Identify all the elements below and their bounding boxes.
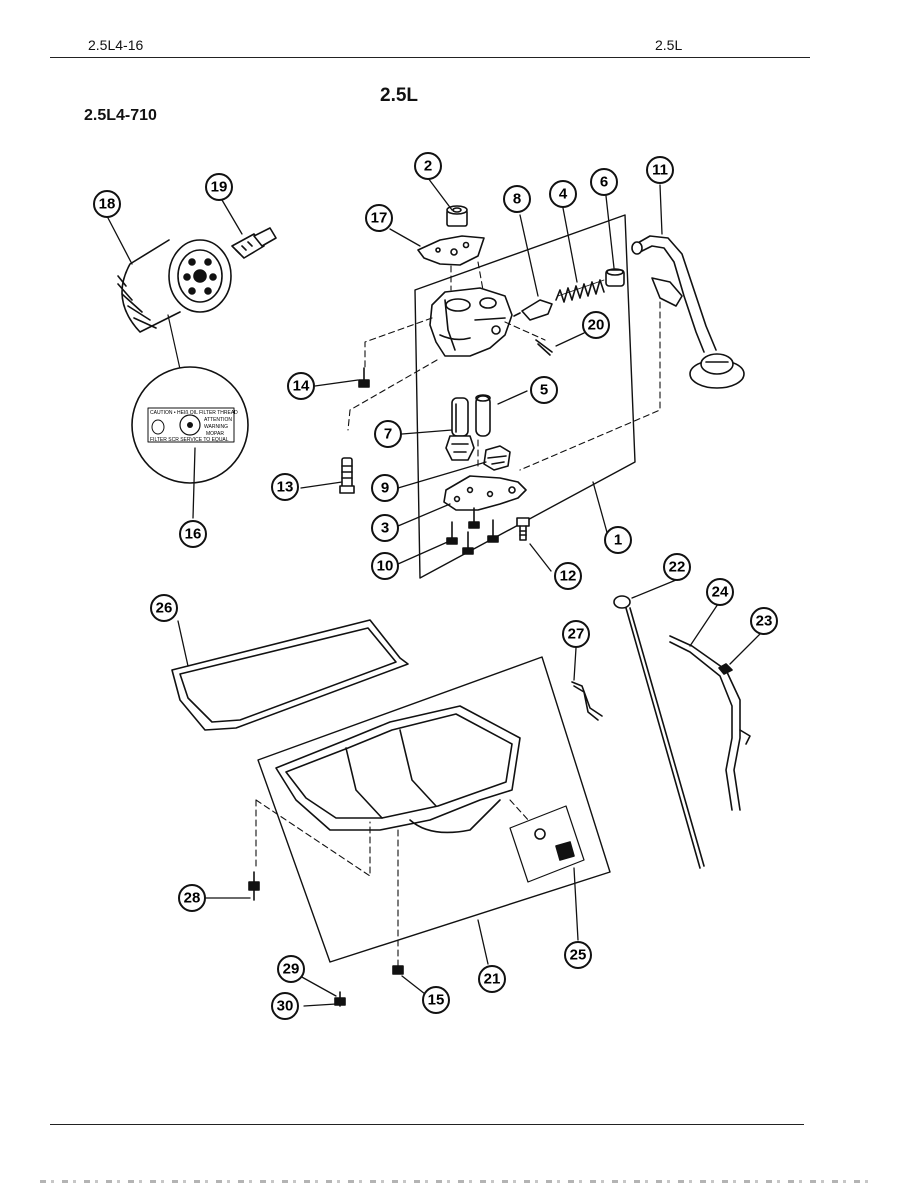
callout-26: 26 (156, 600, 173, 617)
callout-21: 21 (484, 971, 501, 988)
callout-27: 27 (568, 626, 585, 643)
oil-pan-stud (248, 871, 260, 901)
filter-label-line-5: FILTER SCR SERVICE TO EQUAL (150, 437, 229, 443)
pump-idler-gear (483, 445, 511, 471)
callout-28: 28 (184, 890, 201, 907)
filter-mounting-fitting (231, 227, 277, 259)
dipstick-tube-bolt (718, 663, 733, 675)
pump-mounting-bolt-12 (516, 517, 530, 541)
callout-9: 9 (381, 480, 389, 497)
callout-10: 10 (377, 558, 394, 575)
cotter-pin (535, 339, 553, 356)
relief-valve-plunger (513, 299, 553, 321)
spring-retainer-cap (605, 268, 625, 287)
callout-3: 3 (381, 520, 389, 537)
pan-guide-lines (255, 799, 531, 967)
callout-17: 17 (371, 210, 388, 227)
oil-pickup-tube (631, 235, 745, 389)
pump-cover-plate (443, 475, 527, 511)
section-title: 2.5L (380, 85, 419, 106)
callout-15: 15 (428, 992, 445, 1009)
idler-gear-shaft (475, 394, 491, 437)
callout-14: 14 (293, 378, 310, 395)
relief-valve-spring (555, 279, 605, 303)
oil-pan (275, 705, 521, 834)
oil-pump-body (429, 287, 513, 357)
callout-22: 22 (669, 559, 686, 576)
footer-rule (50, 1124, 804, 1125)
assembly-guide-lines (347, 261, 661, 471)
callout-11: 11 (652, 162, 668, 179)
callout-23: 23 (756, 613, 773, 630)
pump-mounting-bolt-13 (339, 457, 355, 494)
pump-cover-bolts (446, 507, 499, 555)
filter-label-line-1: CAUTION • HEIß OIL FILTER THREAD (150, 410, 238, 416)
callout-circles (93, 152, 778, 1020)
filter-label-line-3: WARNING (204, 424, 228, 430)
callout-30: 30 (277, 998, 294, 1015)
callout-25: 25 (570, 947, 587, 964)
callout-2: 2 (424, 158, 432, 175)
filter-label-detail-circle (131, 366, 249, 484)
callout-5: 5 (540, 382, 548, 399)
dipstick-tube (669, 635, 751, 811)
oil-dipstick (613, 595, 705, 869)
callout-20: 20 (588, 317, 605, 334)
callout-8: 8 (513, 191, 521, 208)
callout-leader-lines (107, 177, 763, 1007)
callout-24: 24 (712, 584, 729, 601)
pump-drive-gear (445, 397, 475, 461)
callout-12: 12 (560, 568, 577, 585)
header-page-code: 2.5L4-16 (88, 37, 144, 53)
callout-numbers: 1 2 3 4 5 6 7 8 9 10 11 12 13 14 15 16 1… (99, 158, 773, 1015)
oil-pan-bolt (392, 965, 404, 975)
callout-16: 16 (185, 526, 202, 543)
oil-pan-group-outline (257, 656, 611, 963)
figure-code: 2.5L4-710 (84, 107, 157, 124)
header-engine-label: 2.5L (655, 37, 683, 53)
oil-pan-bolt-washer (334, 991, 346, 1007)
callout-6: 6 (600, 174, 608, 191)
filter-label-line-4: MOPAR (206, 431, 224, 437)
callout-4: 4 (559, 186, 568, 203)
callout-18: 18 (99, 196, 116, 213)
pump-cover-gasket (417, 235, 485, 266)
filter-label-text: CAUTION • HEIß OIL FILTER THREAD ATTENTI… (150, 410, 238, 443)
oil-pan-gasket (171, 619, 409, 731)
oil-filter-canister (117, 239, 232, 333)
callout-29: 29 (283, 961, 300, 978)
footer-scan-artifact (40, 1180, 870, 1183)
callout-19: 19 (211, 179, 228, 196)
drain-plug-inset (509, 805, 585, 883)
pump-bushing (446, 205, 468, 227)
header-rule (50, 57, 810, 58)
callout-1: 1 (614, 532, 622, 549)
pump-mounting-bolt-14 (358, 367, 370, 388)
callout-13: 13 (277, 479, 294, 496)
callout-7: 7 (384, 426, 392, 443)
filter-label-line-2: ATTENTION (204, 417, 232, 423)
pickup-tube-bracket (571, 681, 603, 721)
